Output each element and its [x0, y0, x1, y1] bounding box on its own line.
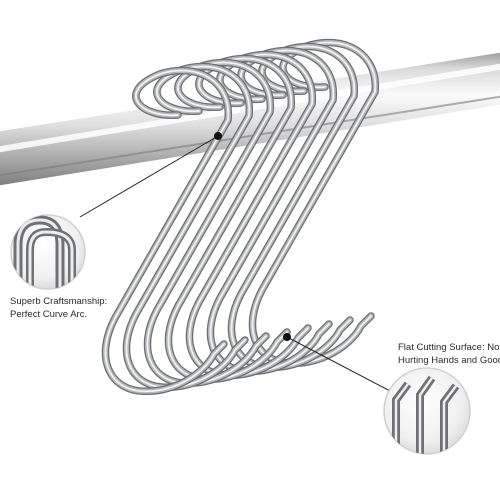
callout-left-line1: Superb Craftsmanship:	[10, 296, 108, 307]
callout-right-line2: Hurting Hands and Goods.	[398, 354, 500, 366]
hook-4	[167, 57, 293, 381]
zoom-circle-right	[283, 333, 471, 455]
hook-3	[146, 61, 272, 385]
callout-dot-right	[283, 333, 291, 341]
callout-dot-left	[214, 132, 222, 140]
hooks-group	[101, 38, 379, 395]
callout-text-right: Flat Cutting Surface: No Hurting Hands a…	[398, 342, 500, 367]
zoom-circle-left	[10, 132, 222, 290]
hook-6	[209, 49, 335, 373]
hook-2	[125, 65, 251, 389]
callout-text-left: Superb Craftsmanship: Perfect Curve Arc.	[10, 296, 107, 321]
callout-left-line2: Perfect Curve Arc.	[10, 308, 88, 320]
hook-8	[251, 41, 377, 365]
hook-5	[188, 53, 314, 377]
callout-right-line1: Flat Cutting Surface: No	[398, 342, 500, 353]
hook-1	[104, 69, 230, 393]
hook-7	[230, 45, 356, 369]
